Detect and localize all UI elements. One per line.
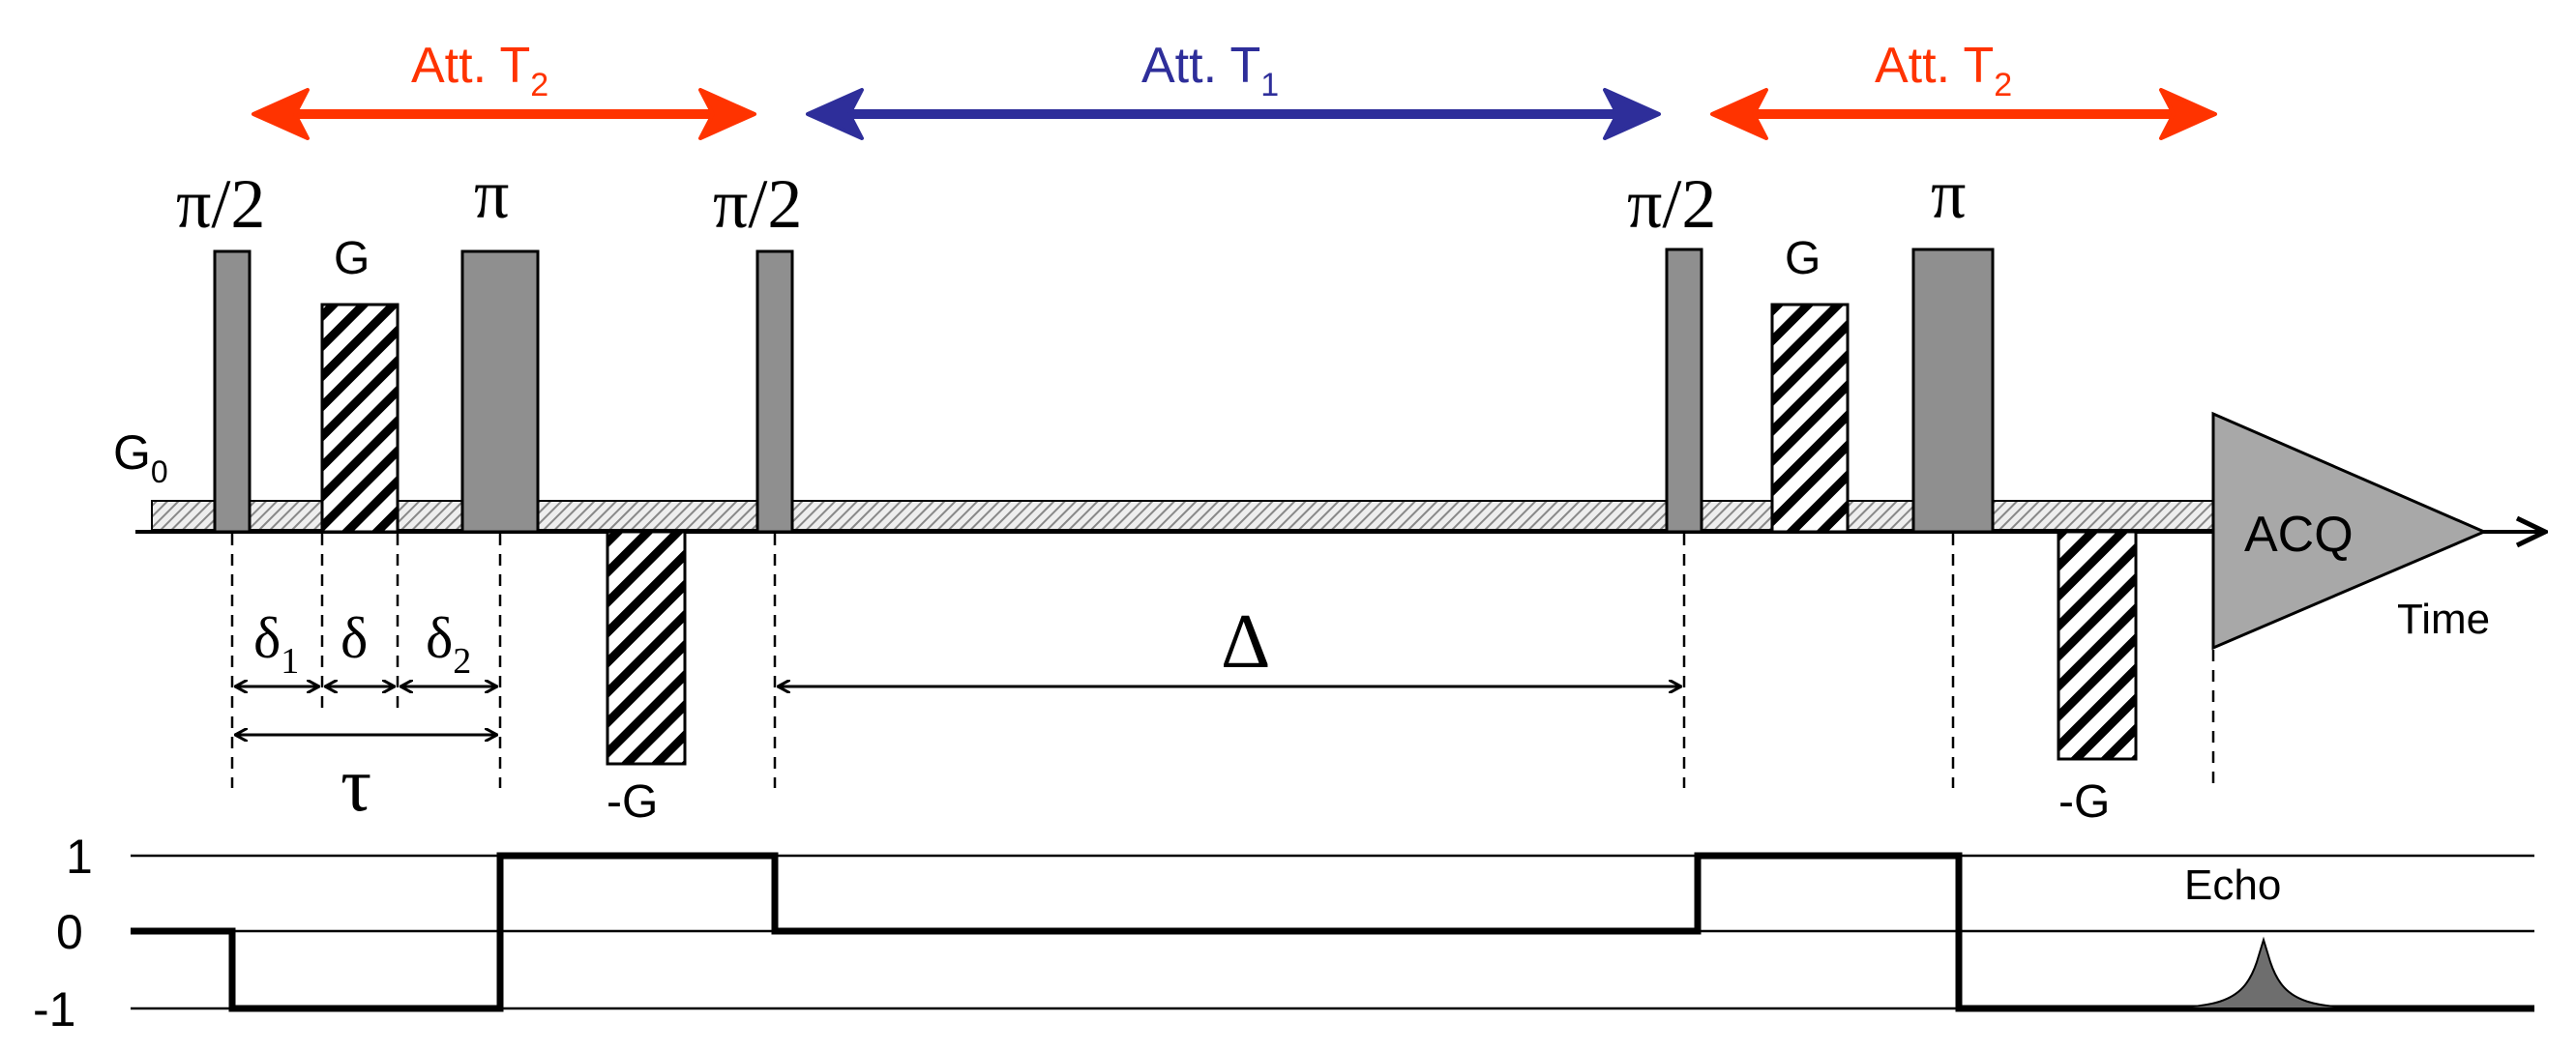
att-t2-right-label: Att. T2 xyxy=(1875,38,2012,103)
rf-pulse-pi-half-1 xyxy=(213,249,252,534)
acq-triangle xyxy=(2211,411,2488,651)
delta-label: δ xyxy=(341,606,368,670)
neg-g-label-2: -G xyxy=(2058,776,2110,828)
att-t2-left-arrow xyxy=(252,88,756,140)
pi-half-3-label: π/2 xyxy=(1627,165,1716,243)
att-t1-label: Att. T1 xyxy=(1141,38,1279,103)
gradient-pulse-neg-g-1 xyxy=(606,530,687,766)
gradient-pulse-neg-g-2 xyxy=(2057,530,2138,761)
delta2-label: δ2 xyxy=(426,606,471,682)
pi-2-label: π xyxy=(1931,156,1966,233)
delta1-label: δ1 xyxy=(253,606,299,682)
g-label-2: G xyxy=(1785,233,1821,284)
coherence-pathway xyxy=(131,852,2534,1012)
level-0-label: 0 xyxy=(56,905,83,959)
g-label-1: G xyxy=(334,233,370,284)
att-t1-arrow xyxy=(806,88,1661,140)
rf-pulse-pi-1 xyxy=(460,249,540,534)
pi-half-1-label: π/2 xyxy=(176,165,265,243)
timing-guides xyxy=(230,534,2215,788)
pi-1-label: π xyxy=(474,156,509,233)
gradient-pulse-g-2 xyxy=(1770,303,1850,534)
rf-pulse-pi-2 xyxy=(1911,248,1995,534)
att-t2-left-label: Att. T2 xyxy=(411,38,548,103)
level-1-label: 1 xyxy=(66,830,93,884)
big-delta-label: Δ xyxy=(1221,599,1270,685)
time-label: Time xyxy=(2397,596,2490,643)
tau-label: τ xyxy=(341,743,371,828)
pi-half-2-label: π/2 xyxy=(713,165,802,243)
neg-g-label-1: -G xyxy=(607,776,658,828)
level-neg1-label: -1 xyxy=(33,982,75,1036)
acq-label: ACQ xyxy=(2244,507,2354,563)
g0-label: G0 xyxy=(113,425,168,489)
rf-pulse-pi-half-3 xyxy=(1665,248,1703,534)
echo-label: Echo xyxy=(2184,861,2281,909)
gradient-pulse-g-1 xyxy=(320,303,400,534)
rf-pulse-pi-half-2 xyxy=(755,249,794,534)
echo-shape xyxy=(2127,936,2400,1009)
delay-arrows xyxy=(236,686,1680,735)
att-t2-right-arrow xyxy=(1710,88,2217,140)
